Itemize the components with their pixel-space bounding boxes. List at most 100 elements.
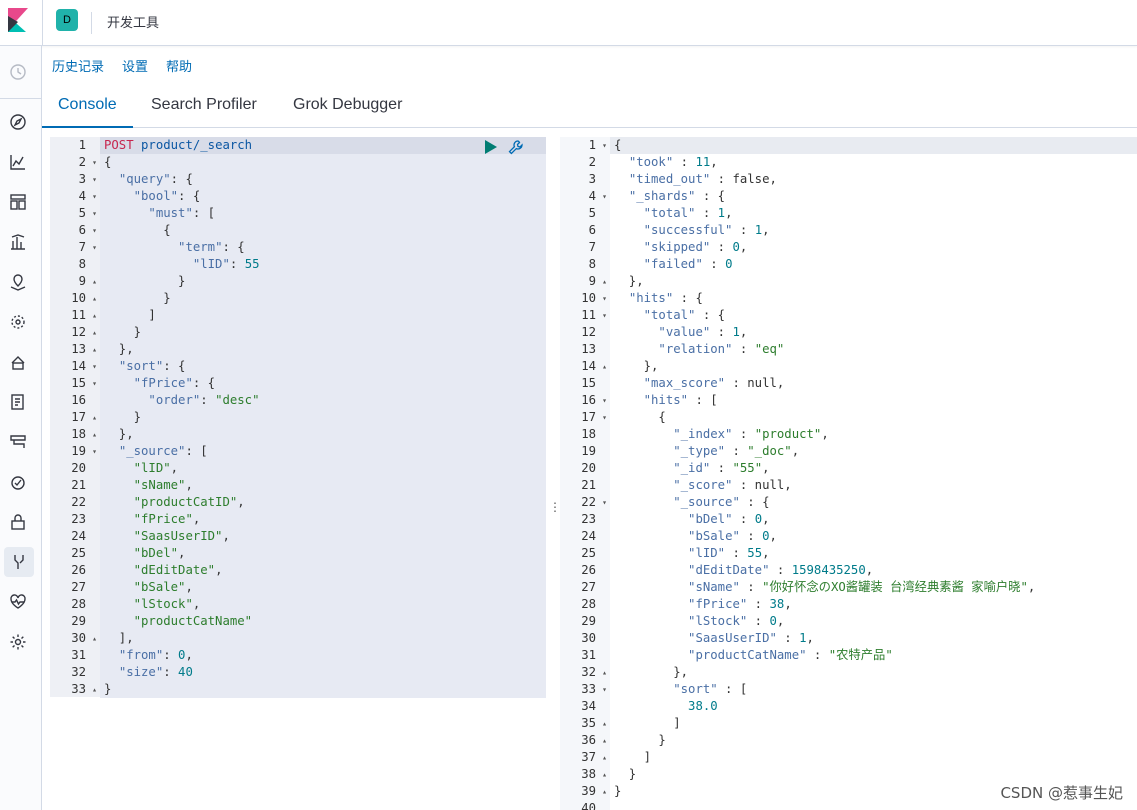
fold-open-icon[interactable]: ▾ bbox=[92, 158, 97, 167]
request-code-line: "bool": { bbox=[133, 189, 201, 203]
fold-close-icon[interactable]: ▴ bbox=[602, 753, 607, 762]
fold-open-icon[interactable]: ▾ bbox=[92, 243, 97, 252]
response-code-line: "total" : { bbox=[643, 308, 726, 322]
request-line-number: 18▴ bbox=[71, 427, 97, 441]
response-code-line: }, bbox=[614, 665, 689, 679]
response-code-line: ] bbox=[614, 716, 681, 730]
pane-resize-handle-icon[interactable]: ⋮ bbox=[549, 500, 561, 514]
fold-open-icon[interactable]: ▾ bbox=[92, 447, 97, 456]
fold-close-icon[interactable]: ▴ bbox=[602, 668, 607, 677]
request-line-number: 17▴ bbox=[71, 410, 97, 424]
fold-open-icon[interactable]: ▾ bbox=[602, 294, 607, 303]
response-line-number: 36▴ bbox=[581, 733, 607, 747]
gear-icon[interactable] bbox=[8, 632, 28, 652]
fold-close-icon[interactable]: ▴ bbox=[92, 634, 97, 643]
fold-open-icon[interactable]: ▾ bbox=[602, 311, 607, 320]
fold-open-icon[interactable]: ▾ bbox=[602, 498, 607, 507]
response-code-line: "SaasUserID" : 1, bbox=[688, 631, 814, 645]
canvas-icon[interactable] bbox=[8, 232, 28, 252]
settings-link[interactable]: 设置 bbox=[122, 60, 149, 75]
visualize-icon[interactable] bbox=[8, 152, 28, 172]
response-line-number: 33▾ bbox=[581, 682, 607, 696]
fold-open-icon[interactable]: ▾ bbox=[602, 413, 607, 422]
fold-close-icon[interactable]: ▴ bbox=[92, 413, 97, 422]
fold-close-icon[interactable]: ▴ bbox=[92, 685, 97, 694]
fold-open-icon[interactable]: ▾ bbox=[602, 396, 607, 405]
play-icon[interactable] bbox=[484, 140, 498, 154]
request-line-number: 14▾ bbox=[71, 359, 97, 373]
siem-lock-icon[interactable] bbox=[8, 512, 28, 532]
response-code-line: "_score" : null, bbox=[673, 478, 792, 492]
response-line-number: 38▴ bbox=[581, 767, 607, 781]
fold-close-icon[interactable]: ▴ bbox=[92, 345, 97, 354]
tab-console[interactable]: Console bbox=[42, 88, 133, 128]
uptime-icon[interactable] bbox=[8, 472, 28, 492]
response-line-number: 37▴ bbox=[581, 750, 607, 764]
fold-open-icon[interactable]: ▾ bbox=[602, 192, 607, 201]
apm-icon[interactable] bbox=[8, 432, 28, 452]
response-code-line: "sName" : "你好怀念のXO酱罐装 台湾经典素酱 家喻户晓", bbox=[688, 580, 1036, 594]
response-code-line: "lStock" : 0, bbox=[688, 614, 785, 628]
fold-close-icon[interactable]: ▴ bbox=[602, 719, 607, 728]
fold-close-icon[interactable]: ▴ bbox=[602, 736, 607, 745]
request-line-number: 11▴ bbox=[71, 308, 97, 322]
response-code-line: "productCatName" : "农特产品" bbox=[688, 648, 893, 662]
fold-open-icon[interactable]: ▾ bbox=[92, 379, 97, 388]
response-line-number: 20 bbox=[581, 461, 596, 475]
fold-close-icon[interactable]: ▴ bbox=[92, 311, 97, 320]
fold-close-icon[interactable]: ▴ bbox=[92, 328, 97, 337]
fold-open-icon[interactable]: ▾ bbox=[602, 685, 607, 694]
response-code-line: "hits" : { bbox=[628, 291, 703, 305]
fold-open-icon[interactable]: ▾ bbox=[92, 192, 97, 201]
fold-open-icon[interactable]: ▾ bbox=[92, 362, 97, 371]
fold-close-icon[interactable]: ▴ bbox=[92, 430, 97, 439]
compass-icon[interactable] bbox=[8, 112, 28, 132]
request-code-line: }, bbox=[104, 427, 134, 441]
request-code-line: "productCatName" bbox=[133, 614, 253, 628]
fold-open-icon[interactable]: ▾ bbox=[92, 175, 97, 184]
nav-divider bbox=[0, 98, 42, 99]
dev-tools-wrench-icon[interactable] bbox=[4, 547, 34, 577]
fold-close-icon[interactable]: ▴ bbox=[92, 277, 97, 286]
clock-icon[interactable] bbox=[8, 62, 28, 82]
request-code-line: "query": { bbox=[118, 172, 193, 186]
response-code-line: }, bbox=[614, 274, 644, 288]
request-code-line: "lID", bbox=[133, 461, 179, 475]
kibana-logo-icon[interactable] bbox=[8, 8, 28, 32]
dashboard-icon[interactable] bbox=[8, 192, 28, 212]
response-code-line: "dEditDate" : 1598435250, bbox=[688, 563, 874, 577]
response-line-number: 24 bbox=[581, 529, 596, 543]
request-line-number: 15▾ bbox=[71, 376, 97, 390]
ml-icon[interactable] bbox=[8, 312, 28, 332]
tab-search-profiler[interactable]: Search Profiler bbox=[151, 96, 257, 113]
wrench-icon[interactable] bbox=[508, 139, 524, 155]
monitoring-heart-icon[interactable] bbox=[8, 592, 28, 612]
response-code-line: "successful" : 1, bbox=[643, 223, 770, 237]
fold-open-icon[interactable]: ▾ bbox=[92, 209, 97, 218]
fold-close-icon[interactable]: ▴ bbox=[602, 770, 607, 779]
tab-grok-debugger[interactable]: Grok Debugger bbox=[293, 96, 403, 113]
response-code-line: "lID" : 55, bbox=[688, 546, 770, 560]
response-line-number: 13 bbox=[581, 342, 596, 356]
logs-icon[interactable] bbox=[8, 392, 28, 412]
request-line-number: 8 bbox=[78, 257, 86, 271]
space-avatar[interactable]: D bbox=[56, 9, 78, 31]
fold-close-icon[interactable]: ▴ bbox=[92, 294, 97, 303]
history-link[interactable]: 历史记录 bbox=[52, 60, 105, 75]
fold-close-icon[interactable]: ▴ bbox=[602, 362, 607, 371]
response-line-number: 1▾ bbox=[588, 138, 607, 152]
request-code[interactable]: POST product/_search{ "query": { "bool":… bbox=[104, 137, 546, 698]
fold-open-icon[interactable]: ▾ bbox=[602, 141, 607, 150]
request-code-line: "dEditDate", bbox=[133, 563, 223, 577]
infrastructure-icon[interactable] bbox=[8, 352, 28, 372]
fold-close-icon[interactable]: ▴ bbox=[602, 277, 607, 286]
fold-close-icon[interactable]: ▴ bbox=[602, 787, 607, 796]
request-code-line: "size": 40 bbox=[118, 665, 193, 679]
header-divider bbox=[91, 12, 92, 34]
fold-open-icon[interactable]: ▾ bbox=[92, 226, 97, 235]
maps-icon[interactable] bbox=[8, 272, 28, 292]
help-link[interactable]: 帮助 bbox=[166, 60, 193, 75]
